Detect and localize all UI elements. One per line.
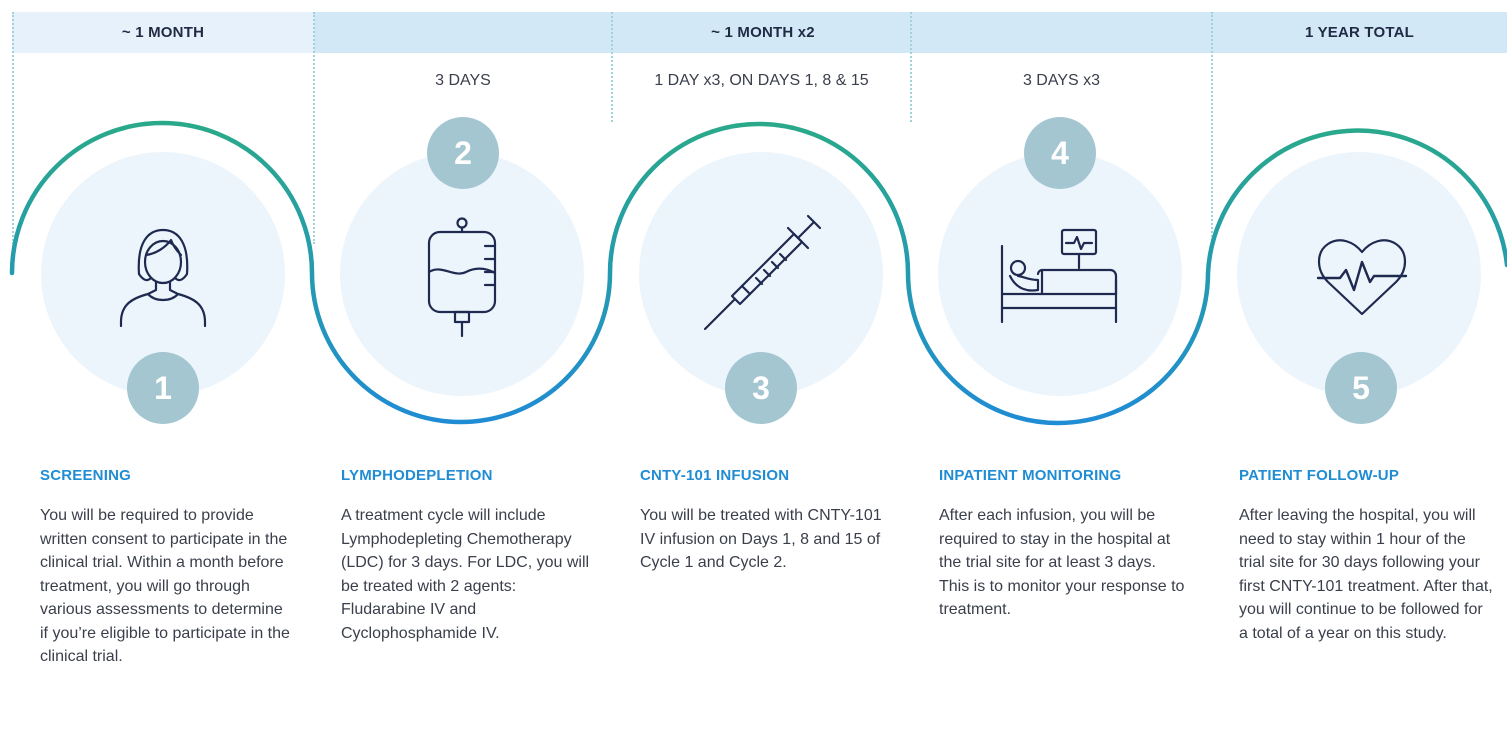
duration-label: 1 DAY x3, ON DAYS 1, 8 & 15 — [654, 72, 869, 89]
divider — [313, 12, 315, 244]
divider — [611, 12, 613, 122]
phase-label: ~ 1 MONTH x2 — [711, 24, 815, 41]
phase-label: ~ 1 MONTH — [121, 24, 205, 41]
step-number-badge: 3 — [725, 352, 797, 424]
divider — [12, 12, 14, 244]
duration-label: 3 DAYS x3 — [1022, 72, 1101, 89]
step-number-badge: 1 — [127, 352, 199, 424]
step-number-badge: 4 — [1024, 117, 1096, 189]
step-description: You will be treated with CNTY-101 IV inf… — [640, 507, 882, 571]
divider — [910, 12, 912, 122]
step-title-infusion: CNTY-101 INFUSION — [640, 467, 790, 484]
syringe-icon — [703, 214, 822, 331]
phase-treatment-band: ~ 1 MONTH x2 — [314, 12, 1212, 53]
step-description: You will be required to provide written … — [40, 507, 290, 665]
step-title-follow-up: PATIENT FOLLOW-UP — [1239, 467, 1400, 484]
hospital-bed-icon — [1000, 228, 1118, 324]
woman-icon — [119, 228, 207, 328]
step-number-badge: 5 — [1325, 352, 1397, 424]
duration-label: 3 DAYS — [435, 72, 491, 89]
step-description: After each infusion, you will be require… — [939, 507, 1185, 618]
step-bubble — [938, 152, 1182, 396]
phase-followup-band: 1 YEAR TOTAL — [1212, 12, 1507, 53]
phase-label: 1 YEAR TOTAL — [1304, 24, 1415, 41]
step-description: A treatment cycle will include Lymphodep… — [341, 507, 590, 642]
phase-screening-band: ~ 1 MONTH — [12, 12, 314, 53]
step-number-badge: 2 — [427, 117, 499, 189]
step-description: After leaving the hospital, you will nee… — [1239, 507, 1493, 642]
step-title-screening: SCREENING — [40, 467, 131, 484]
step-title-monitoring: INPATIENT MONITORING — [939, 467, 1122, 484]
heart-pulse-icon — [1316, 239, 1408, 316]
step-title-lymphodepletion: LYMPHODEPLETION — [341, 467, 493, 484]
iv-bag-icon — [427, 217, 497, 338]
divider — [1211, 12, 1213, 244]
